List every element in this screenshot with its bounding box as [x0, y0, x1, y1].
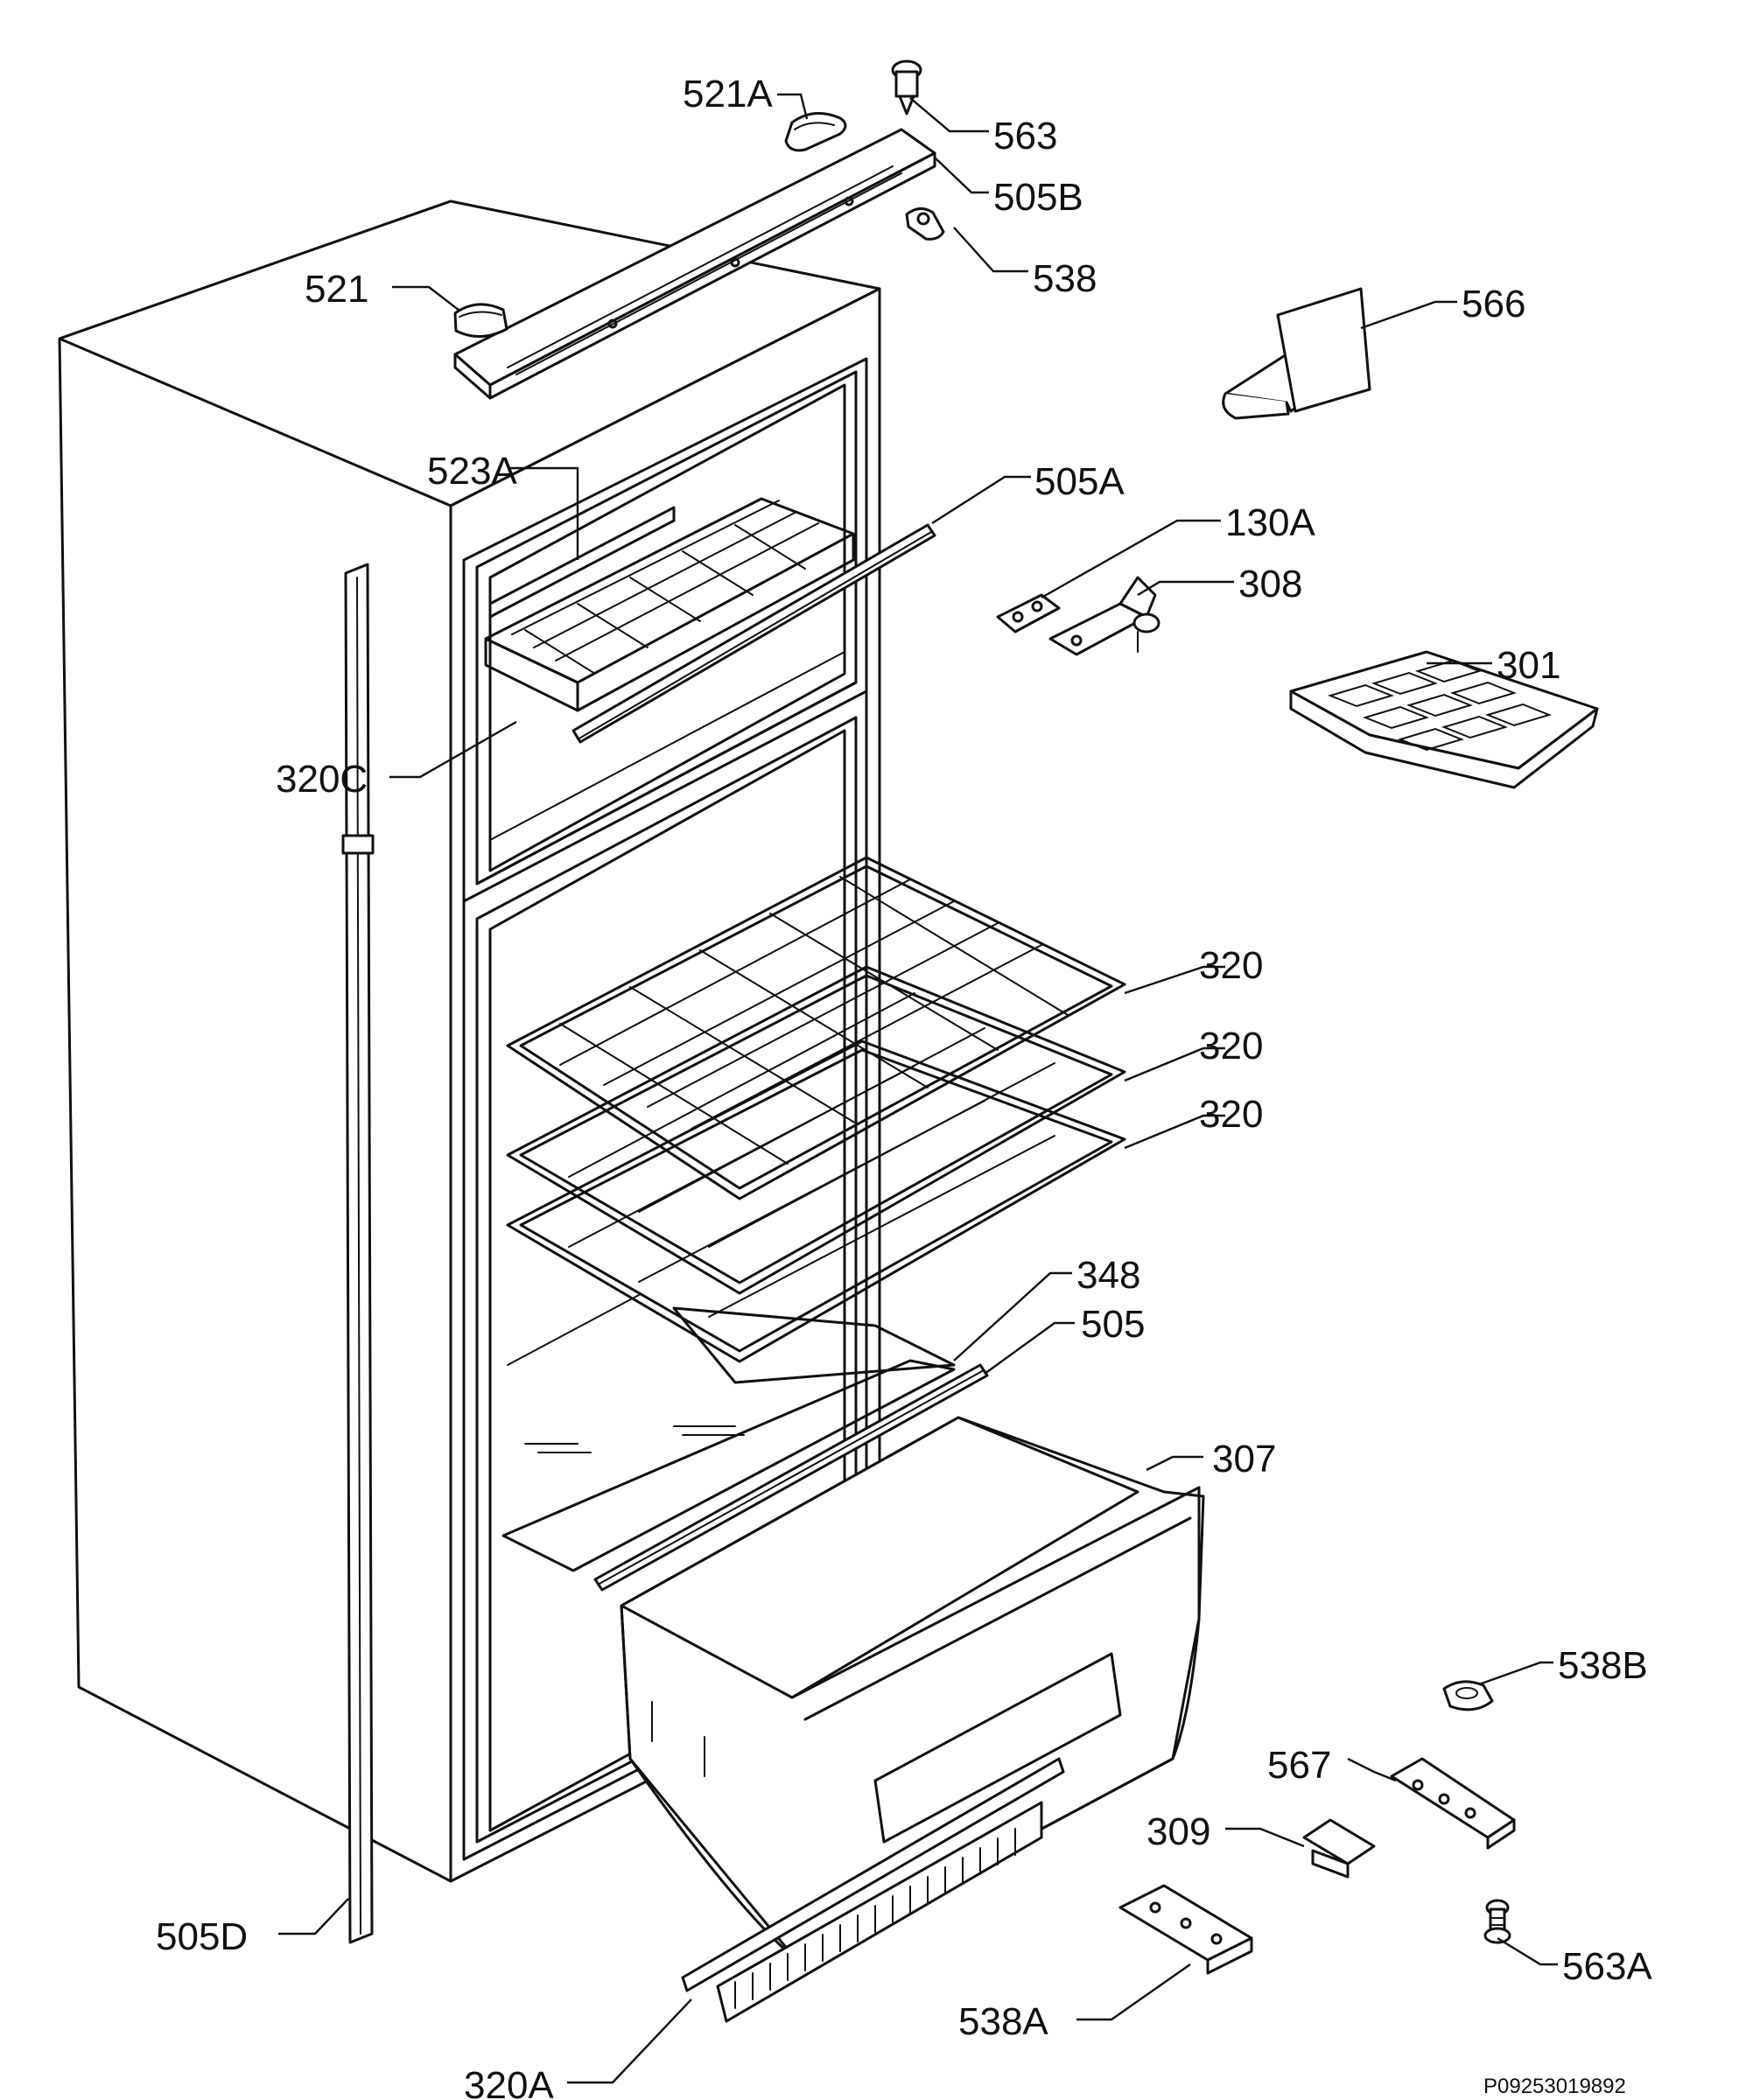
- label-523a: 523A: [427, 450, 517, 493]
- fridge-shelf-3: [506, 1040, 1126, 1363]
- glass-shelf-348: [501, 1294, 956, 1572]
- label-538a: 538A: [958, 2000, 1048, 2043]
- label-320c: 320C: [276, 758, 368, 801]
- cap-521: [453, 303, 508, 338]
- label-563a: 563A: [1562, 1945, 1652, 1988]
- label-130a: 130A: [1225, 501, 1315, 544]
- label-301: 301: [1497, 644, 1560, 687]
- part-labels: 521A 563 505B 538 521 566 523A 505A 130A…: [156, 73, 1652, 2100]
- label-563: 563: [993, 115, 1057, 158]
- plate-130a: [996, 593, 1061, 634]
- hinge-pin-563: [891, 60, 922, 116]
- label-320-upper: 320: [1199, 944, 1263, 987]
- label-505b: 505B: [993, 176, 1083, 219]
- label-505: 505: [1081, 1303, 1145, 1346]
- label-308: 308: [1238, 563, 1302, 606]
- ice-tray-301: [1289, 650, 1599, 789]
- door-gasket-505d: [341, 563, 375, 1944]
- label-538: 538: [1033, 257, 1097, 300]
- label-320-middle: 320: [1199, 1025, 1263, 1068]
- hinge-bracket-538: [905, 207, 945, 241]
- bottom-hinge-plate-567: [1390, 1757, 1516, 1850]
- label-567: 567: [1267, 1744, 1331, 1787]
- middle-hinge-308: [1048, 576, 1160, 656]
- label-538b: 538B: [1558, 1644, 1648, 1687]
- label-307: 307: [1212, 1438, 1276, 1480]
- label-320-lower: 320: [1199, 1093, 1263, 1136]
- freezer-flap-seal-505a: [571, 523, 936, 744]
- label-505a: 505A: [1034, 460, 1125, 503]
- freezer-shelf-320c: [484, 497, 855, 712]
- vent-grille-320a: [681, 1757, 1065, 2023]
- reference-number: P09253019892: [1483, 2075, 1626, 2098]
- hinge-cap-521a: [784, 112, 847, 152]
- label-348: 348: [1076, 1254, 1140, 1297]
- leader-lines: [278, 93, 1558, 2084]
- bottom-hinge-538a: [1118, 1884, 1253, 1975]
- label-309: 309: [1146, 1810, 1210, 1853]
- label-320a: 320A: [464, 2064, 554, 2100]
- clip-309: [1302, 1818, 1376, 1879]
- cap-538b: [1442, 1680, 1494, 1712]
- label-505d: 505D: [156, 1915, 248, 1958]
- hinge-pin-563a: [1483, 1899, 1511, 1944]
- label-521: 521: [305, 268, 368, 311]
- bracket-566: [1222, 287, 1371, 420]
- label-566: 566: [1462, 283, 1525, 326]
- top-hinge-bar: [453, 128, 936, 400]
- label-521a: 521A: [683, 73, 773, 116]
- seal-strip-505: [593, 1363, 989, 1592]
